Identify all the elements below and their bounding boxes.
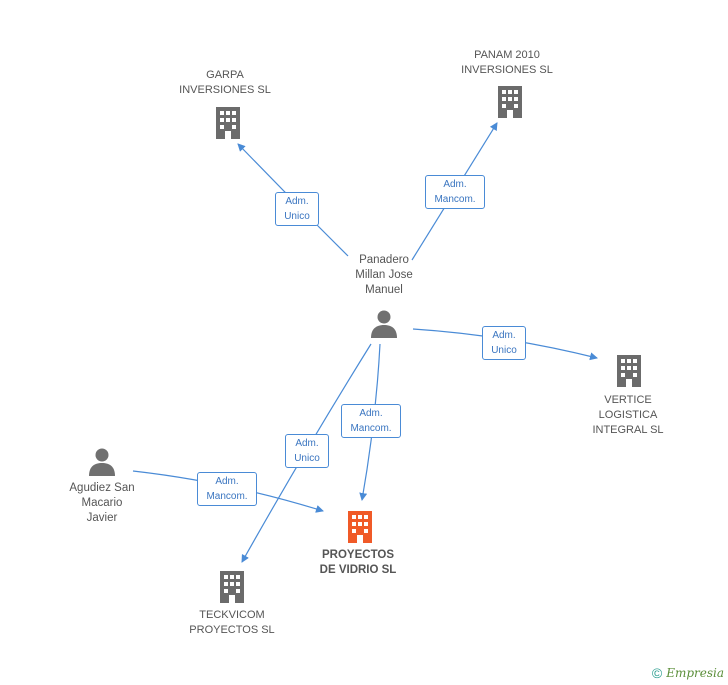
edge-label-panadero-panam: Adm. Mancom. [425, 175, 485, 209]
node-label-panam[interactable]: PANAM 2010 INVERSIONES SL [461, 49, 553, 76]
node-label-garpa[interactable]: GARPA INVERSIONES SL [179, 69, 271, 96]
node-label-vertice[interactable]: VERTICE LOGISTICA INTEGRAL SL [592, 394, 664, 436]
edge-label-panadero-garpa: Adm. Unico [275, 192, 319, 226]
edge-label-panadero-vertice: Adm. Unico [482, 326, 526, 360]
node-label-panadero[interactable]: Panadero Millan Jose Manuel [355, 254, 413, 296]
building-icon[interactable] [345, 509, 375, 543]
brand-logo: Empresia [666, 666, 724, 680]
building-icon[interactable] [213, 105, 243, 139]
edge-line-panadero-garpa-upper [317, 225, 349, 257]
building-icon[interactable] [495, 84, 525, 118]
node-label-teckvicom[interactable]: TECKVICOM PROYECTOS SL [189, 609, 275, 636]
edge-label-agudiez-proyectos: Adm. Mancom. [197, 472, 257, 506]
person-icon[interactable] [369, 309, 399, 339]
building-icon[interactable] [614, 353, 644, 387]
edge-label-panadero-teckvicom: Adm. Unico [285, 434, 329, 468]
person-icon[interactable] [87, 447, 117, 477]
footer-brand: © Empresia [652, 665, 724, 681]
edge-label-panadero-proyectos: Adm. Mancom. [341, 404, 401, 438]
copyright-icon: © [651, 665, 663, 681]
building-icon[interactable] [217, 569, 247, 603]
node-label-proyectos[interactable]: PROYECTOS DE VIDRIO SL [319, 549, 397, 576]
node-label-agudiez[interactable]: Agudiez San Macario Javier [69, 482, 135, 524]
